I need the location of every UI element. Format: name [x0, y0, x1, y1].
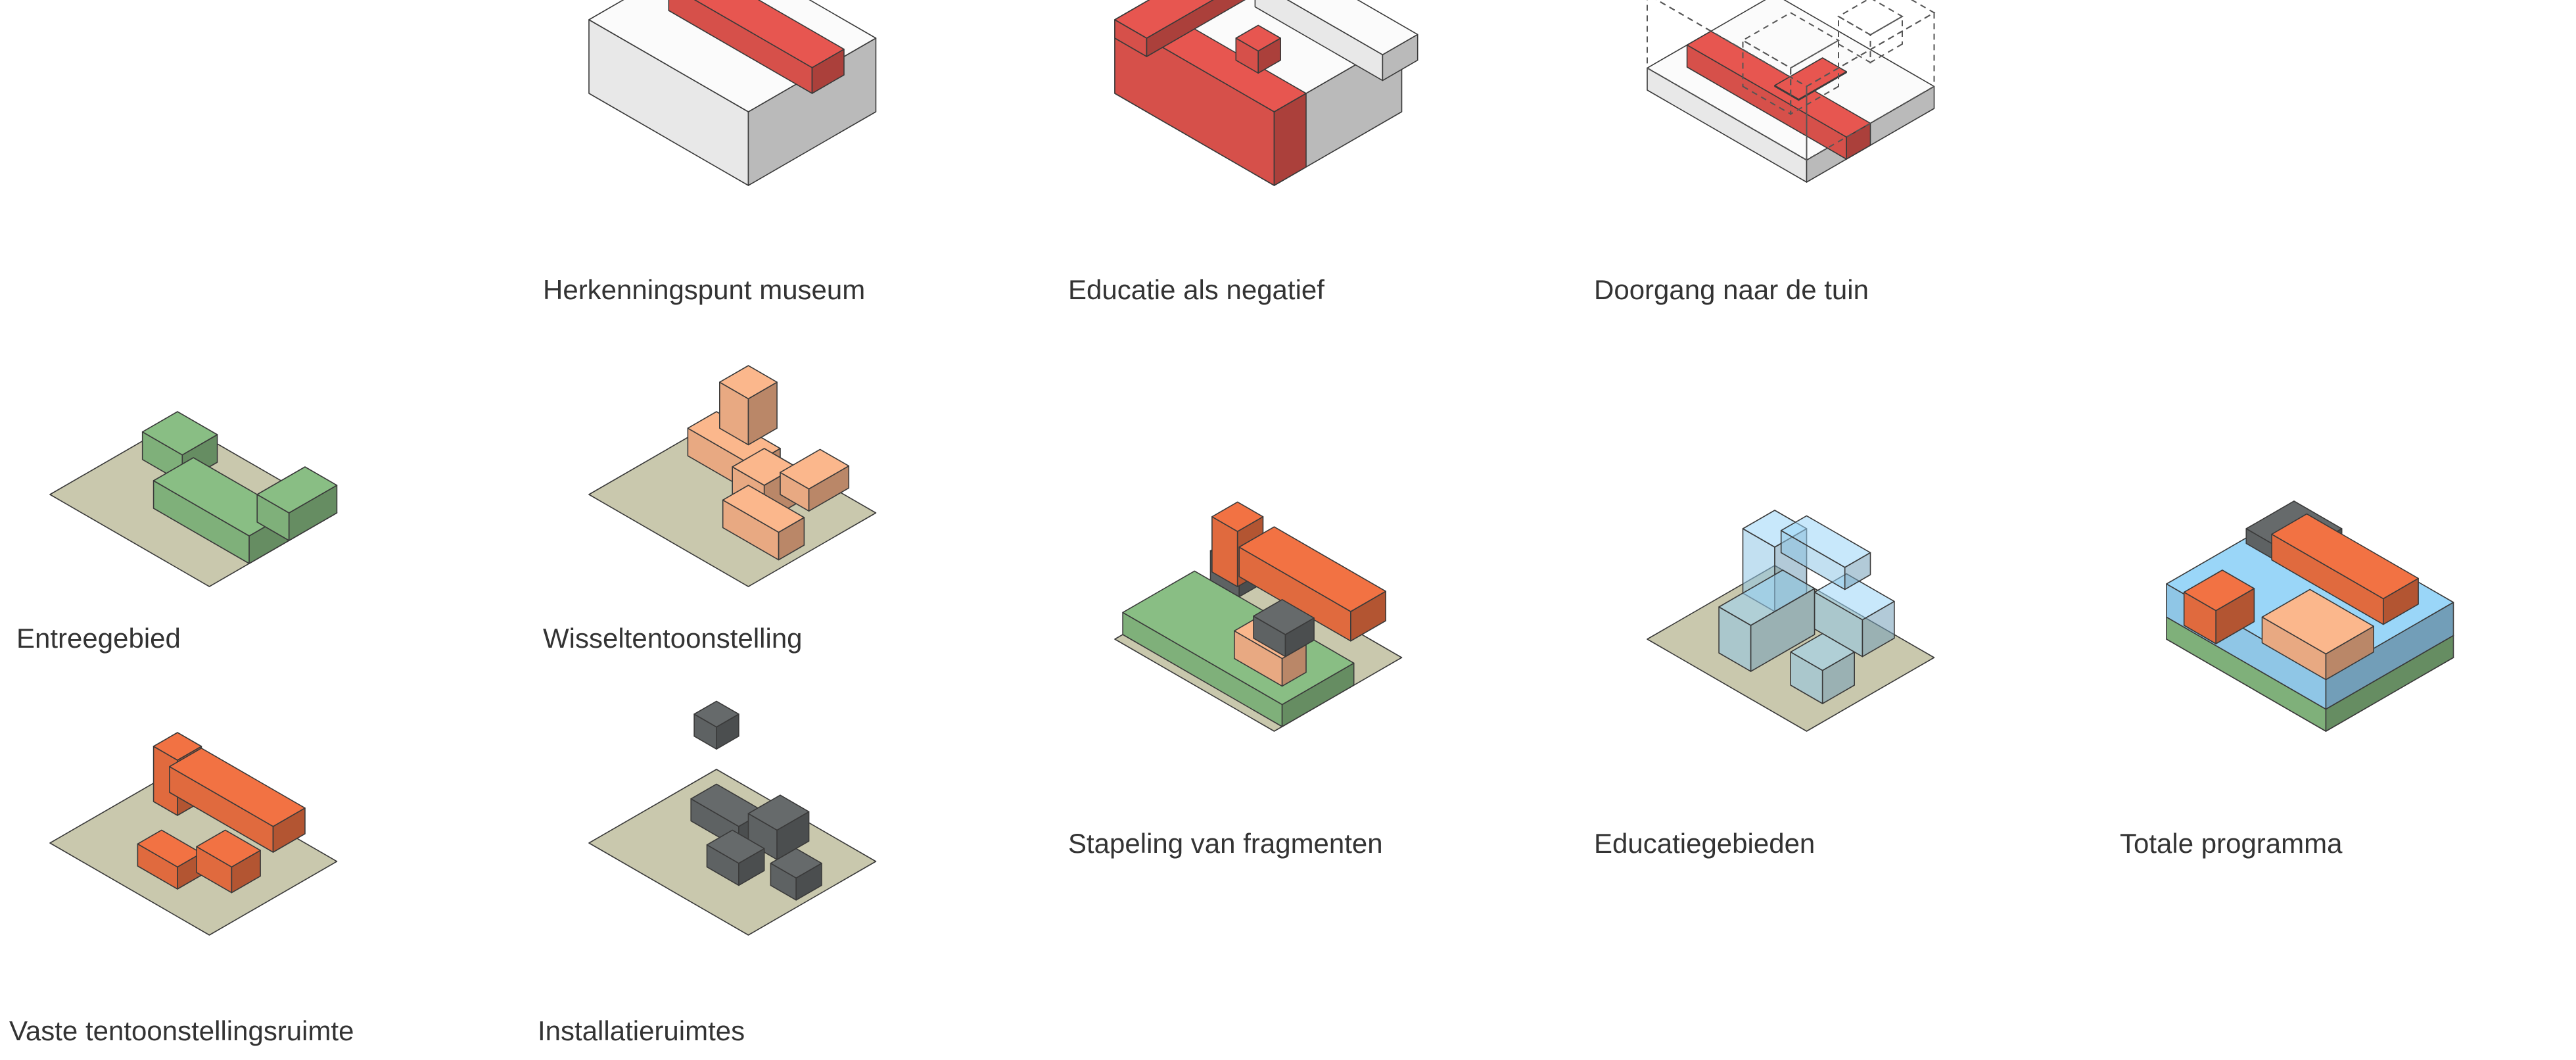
label-educatie-negatief: Educatie als negatief — [1068, 274, 1324, 305]
block-face-top — [770, 848, 822, 879]
block-face-top — [780, 448, 850, 490]
block-face-top — [152, 732, 202, 761]
block-face-top — [1235, 24, 1281, 52]
block-face-top — [2261, 589, 2374, 655]
diagram-totale-programma — [2166, 500, 2454, 732]
block-face-top — [2183, 569, 2255, 612]
block-face-top — [719, 365, 778, 400]
block-face-top — [1718, 569, 1815, 626]
dashed-volume — [1742, 39, 1792, 116]
label-herkenningspunt: Herkenningspunt museum — [543, 274, 866, 305]
diagram-entreegebied — [49, 411, 338, 587]
label-doorgang: Doorgang naar de tuin — [1594, 274, 1869, 305]
block-face-top — [1814, 573, 1895, 621]
diagram-doorgang — [1647, 0, 1936, 183]
block-face-top — [1211, 501, 1264, 533]
diagram-educatiegebieden — [1647, 510, 1935, 732]
diagram-educatie-negatief — [1114, 0, 1418, 186]
diagram-herkenningspunt — [588, 0, 877, 186]
block-face-top — [747, 794, 810, 831]
diagram-wisseltentoonstelling — [588, 365, 877, 587]
block-face-top — [1286, 0, 1418, 55]
dashed-volume — [1806, 11, 1935, 162]
label-stapeling: Stapeling van fragmenten — [1068, 828, 1383, 859]
diagram-vaste-tentoonstelling — [49, 732, 338, 936]
label-entreegebied: Entreegebied — [16, 623, 181, 654]
block-face-top — [196, 829, 261, 868]
dashed-volume — [1741, 12, 1840, 69]
block-face-top — [2271, 513, 2419, 600]
block-face-top — [1253, 598, 1315, 635]
block-face-top — [706, 829, 765, 864]
block-face-top — [256, 466, 338, 514]
label-educatiegebieden: Educatiegebieden — [1594, 828, 1815, 859]
dashed-volume — [1790, 39, 1839, 116]
block-face-top — [693, 700, 739, 728]
block-face-top — [693, 0, 845, 68]
diagram-installatieruimtes — [588, 700, 877, 936]
block-face-top — [1238, 526, 1386, 612]
block-face-top — [722, 485, 805, 533]
diagram-stapeling — [1114, 501, 1403, 732]
block-face-top — [1114, 0, 1214, 39]
label-vaste-tentoonstelling: Vaste tentoonstellingsruimte — [9, 1015, 354, 1046]
label-installatieruimtes: Installatieruimtes — [538, 1015, 745, 1046]
label-wisseltentoonstelling: Wisseltentoonstelling — [543, 623, 803, 654]
block-face-top — [690, 783, 765, 827]
dashed-volume — [1837, 0, 1904, 36]
block-face-top — [137, 829, 202, 868]
block-face-top — [141, 411, 218, 456]
label-totale-programma: Totale programma — [2120, 828, 2343, 859]
dashed-volume — [1869, 15, 1903, 64]
block-face-top — [1790, 633, 1855, 671]
block-face-top — [169, 748, 306, 827]
block-face-top — [1780, 515, 1871, 568]
